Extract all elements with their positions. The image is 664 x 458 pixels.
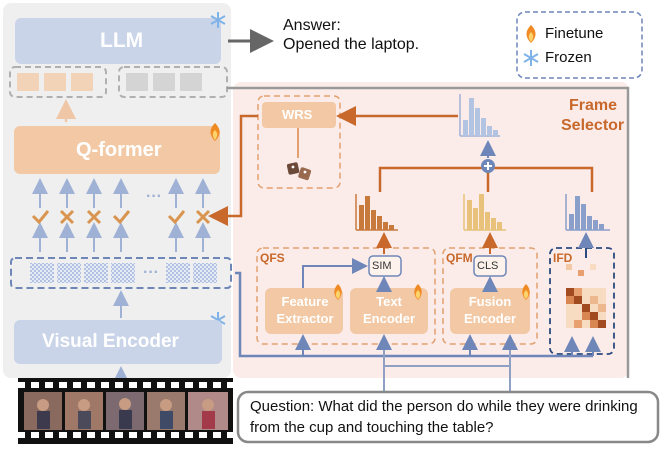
text-token — [180, 73, 202, 91]
qfs-label: QFS — [260, 251, 285, 265]
visual-encoder-label: Visual Encoder — [42, 331, 179, 352]
check-icon — [112, 210, 131, 225]
query-token — [17, 73, 39, 91]
visual-token — [166, 263, 190, 283]
feature-extractor-line1: Feature — [281, 294, 329, 309]
ellipsis: ··· — [146, 188, 162, 205]
visual-tokens-group — [10, 257, 232, 289]
plus-circle-icon — [481, 159, 495, 173]
dice-icon — [286, 162, 312, 181]
qfs-group — [256, 247, 436, 345]
text-encoder-label: Text Encoder — [350, 293, 428, 327]
visual-token — [84, 263, 108, 283]
visual-token — [111, 263, 135, 283]
text-tokens-group — [118, 66, 228, 98]
fire-icon — [414, 284, 422, 300]
text-encoder-line1: Text — [376, 294, 402, 309]
visual-token — [30, 263, 54, 283]
cross-icon — [59, 209, 75, 225]
cross-icon — [86, 209, 102, 225]
cls-label: CLS — [477, 260, 499, 272]
wrs-label: WRS — [282, 107, 313, 122]
video-frames — [18, 378, 233, 444]
query-tokens-group — [9, 66, 107, 98]
cross-icon — [195, 209, 211, 225]
feature-to-sim-arrow — [302, 258, 368, 288]
llm-block — [15, 18, 221, 64]
qformer-block — [14, 126, 220, 174]
qfm-score-histogram — [463, 194, 506, 231]
wrs-to-selection-arrow — [208, 114, 258, 226]
feature-extractor-block — [265, 288, 343, 334]
question-feed-line — [227, 86, 630, 378]
frame-selector-title-line1: Frame — [568, 97, 617, 114]
fire-icon — [526, 25, 536, 43]
snowflake-icon — [523, 50, 539, 66]
selection-arrows — [32, 178, 211, 252]
snowflake-icon — [210, 12, 226, 28]
visual-token — [193, 263, 217, 283]
question-box — [236, 390, 660, 444]
feature-extractor-label: Feature Extractor — [266, 293, 344, 327]
qfm-label: QFM — [446, 251, 473, 265]
fire-icon — [334, 284, 342, 300]
legend-frozen-label: Frozen — [545, 49, 592, 66]
fusion-encoder-line1: Fusion — [468, 294, 512, 309]
wrs-group — [257, 95, 341, 189]
visual-encoder-block — [14, 320, 222, 364]
visual-token — [57, 263, 81, 283]
frame-selector-title-line2: Selector — [561, 117, 625, 134]
legend-box — [516, 11, 643, 79]
answer-text: Opened the laptop. — [283, 36, 420, 53]
fusion-encoder-label: Fusion Encoder — [450, 293, 530, 327]
frame-selector-title: Frame Selector — [561, 96, 625, 136]
wrs-block — [262, 102, 336, 128]
question-text: Question: What did the person do while t… — [250, 398, 638, 436]
qformer-label: Q-former — [76, 139, 162, 161]
ifd-group — [549, 247, 615, 355]
question-feed-line — [383, 365, 511, 392]
feature-extractor-line2: Extractor — [276, 311, 334, 326]
legend-finetune-label: Finetune — [545, 25, 604, 42]
text-encoder-block — [350, 288, 428, 334]
fire-icon — [210, 123, 220, 141]
llm-label: LLM — [100, 29, 144, 52]
final-score-histogram — [459, 94, 500, 137]
check-icon — [167, 210, 186, 225]
text-token — [126, 73, 148, 91]
visual-feature-line — [235, 271, 593, 358]
fire-icon — [522, 284, 530, 300]
ifd-similarity-matrix — [566, 264, 606, 328]
ifd-label: IFD — [553, 251, 573, 265]
query-token — [44, 73, 66, 91]
answer-title: Answer: — [283, 17, 341, 34]
ellipsis: ··· — [143, 264, 159, 281]
text-encoder-line2: Encoder — [362, 311, 415, 326]
query-token — [71, 73, 93, 91]
qfs-score-histogram — [355, 194, 398, 231]
sim-label: SIM — [372, 260, 392, 272]
check-icon — [31, 210, 50, 225]
fusion-encoder-line2: Encoder — [463, 311, 516, 326]
ifd-score-histogram — [565, 194, 610, 231]
fusion-encoder-block — [450, 288, 530, 334]
text-token — [153, 73, 175, 91]
